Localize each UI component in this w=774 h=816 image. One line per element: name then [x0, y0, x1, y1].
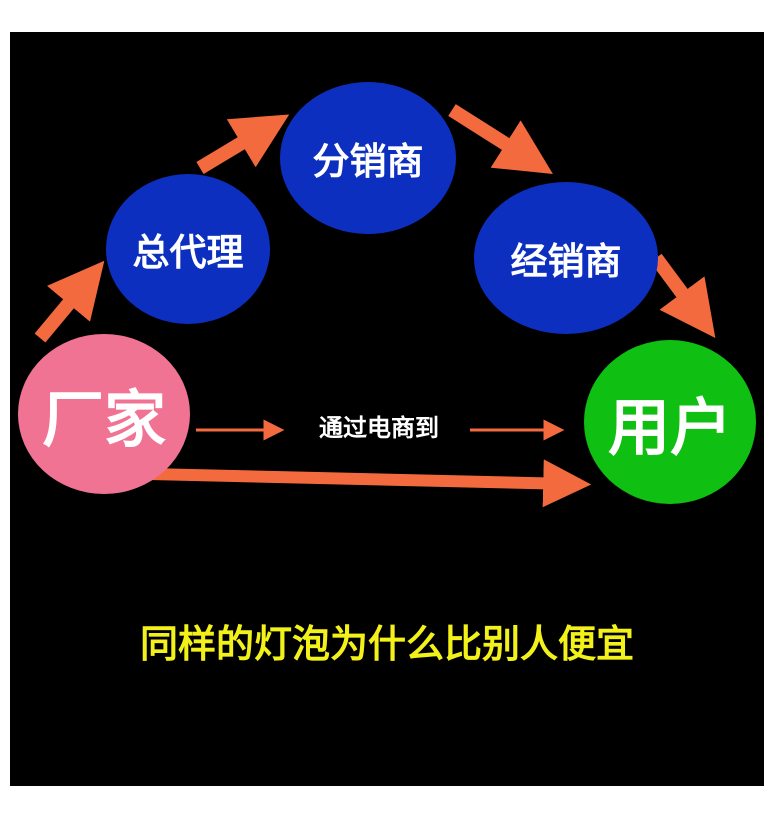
arrow-general-agent-to-distributor	[196, 114, 290, 175]
caption-text: 同样的灯泡为什么比别人便宜	[139, 621, 634, 666]
arrow-factory-to-general-agent	[34, 260, 105, 343]
arrow-distributor-to-dealer	[448, 104, 553, 174]
node-general-agent: 总代理	[106, 174, 270, 324]
node-distributor-label: 分销商	[312, 140, 424, 183]
node-factory: 厂家	[18, 334, 190, 494]
ecommerce-label: 通过电商到	[319, 413, 439, 442]
node-user-label: 用户	[607, 391, 732, 464]
node-general-agent-label: 总代理	[132, 231, 244, 274]
node-user: 用户	[584, 340, 756, 504]
node-factory-label: 厂家	[41, 383, 166, 456]
node-distributor: 分销商	[280, 82, 456, 234]
node-dealer: 经销商	[474, 182, 658, 334]
arrow-dealer-to-user	[650, 253, 716, 338]
node-dealer-label: 经销商	[510, 240, 622, 283]
arrow-factory-to-user-direct	[149, 459, 592, 508]
